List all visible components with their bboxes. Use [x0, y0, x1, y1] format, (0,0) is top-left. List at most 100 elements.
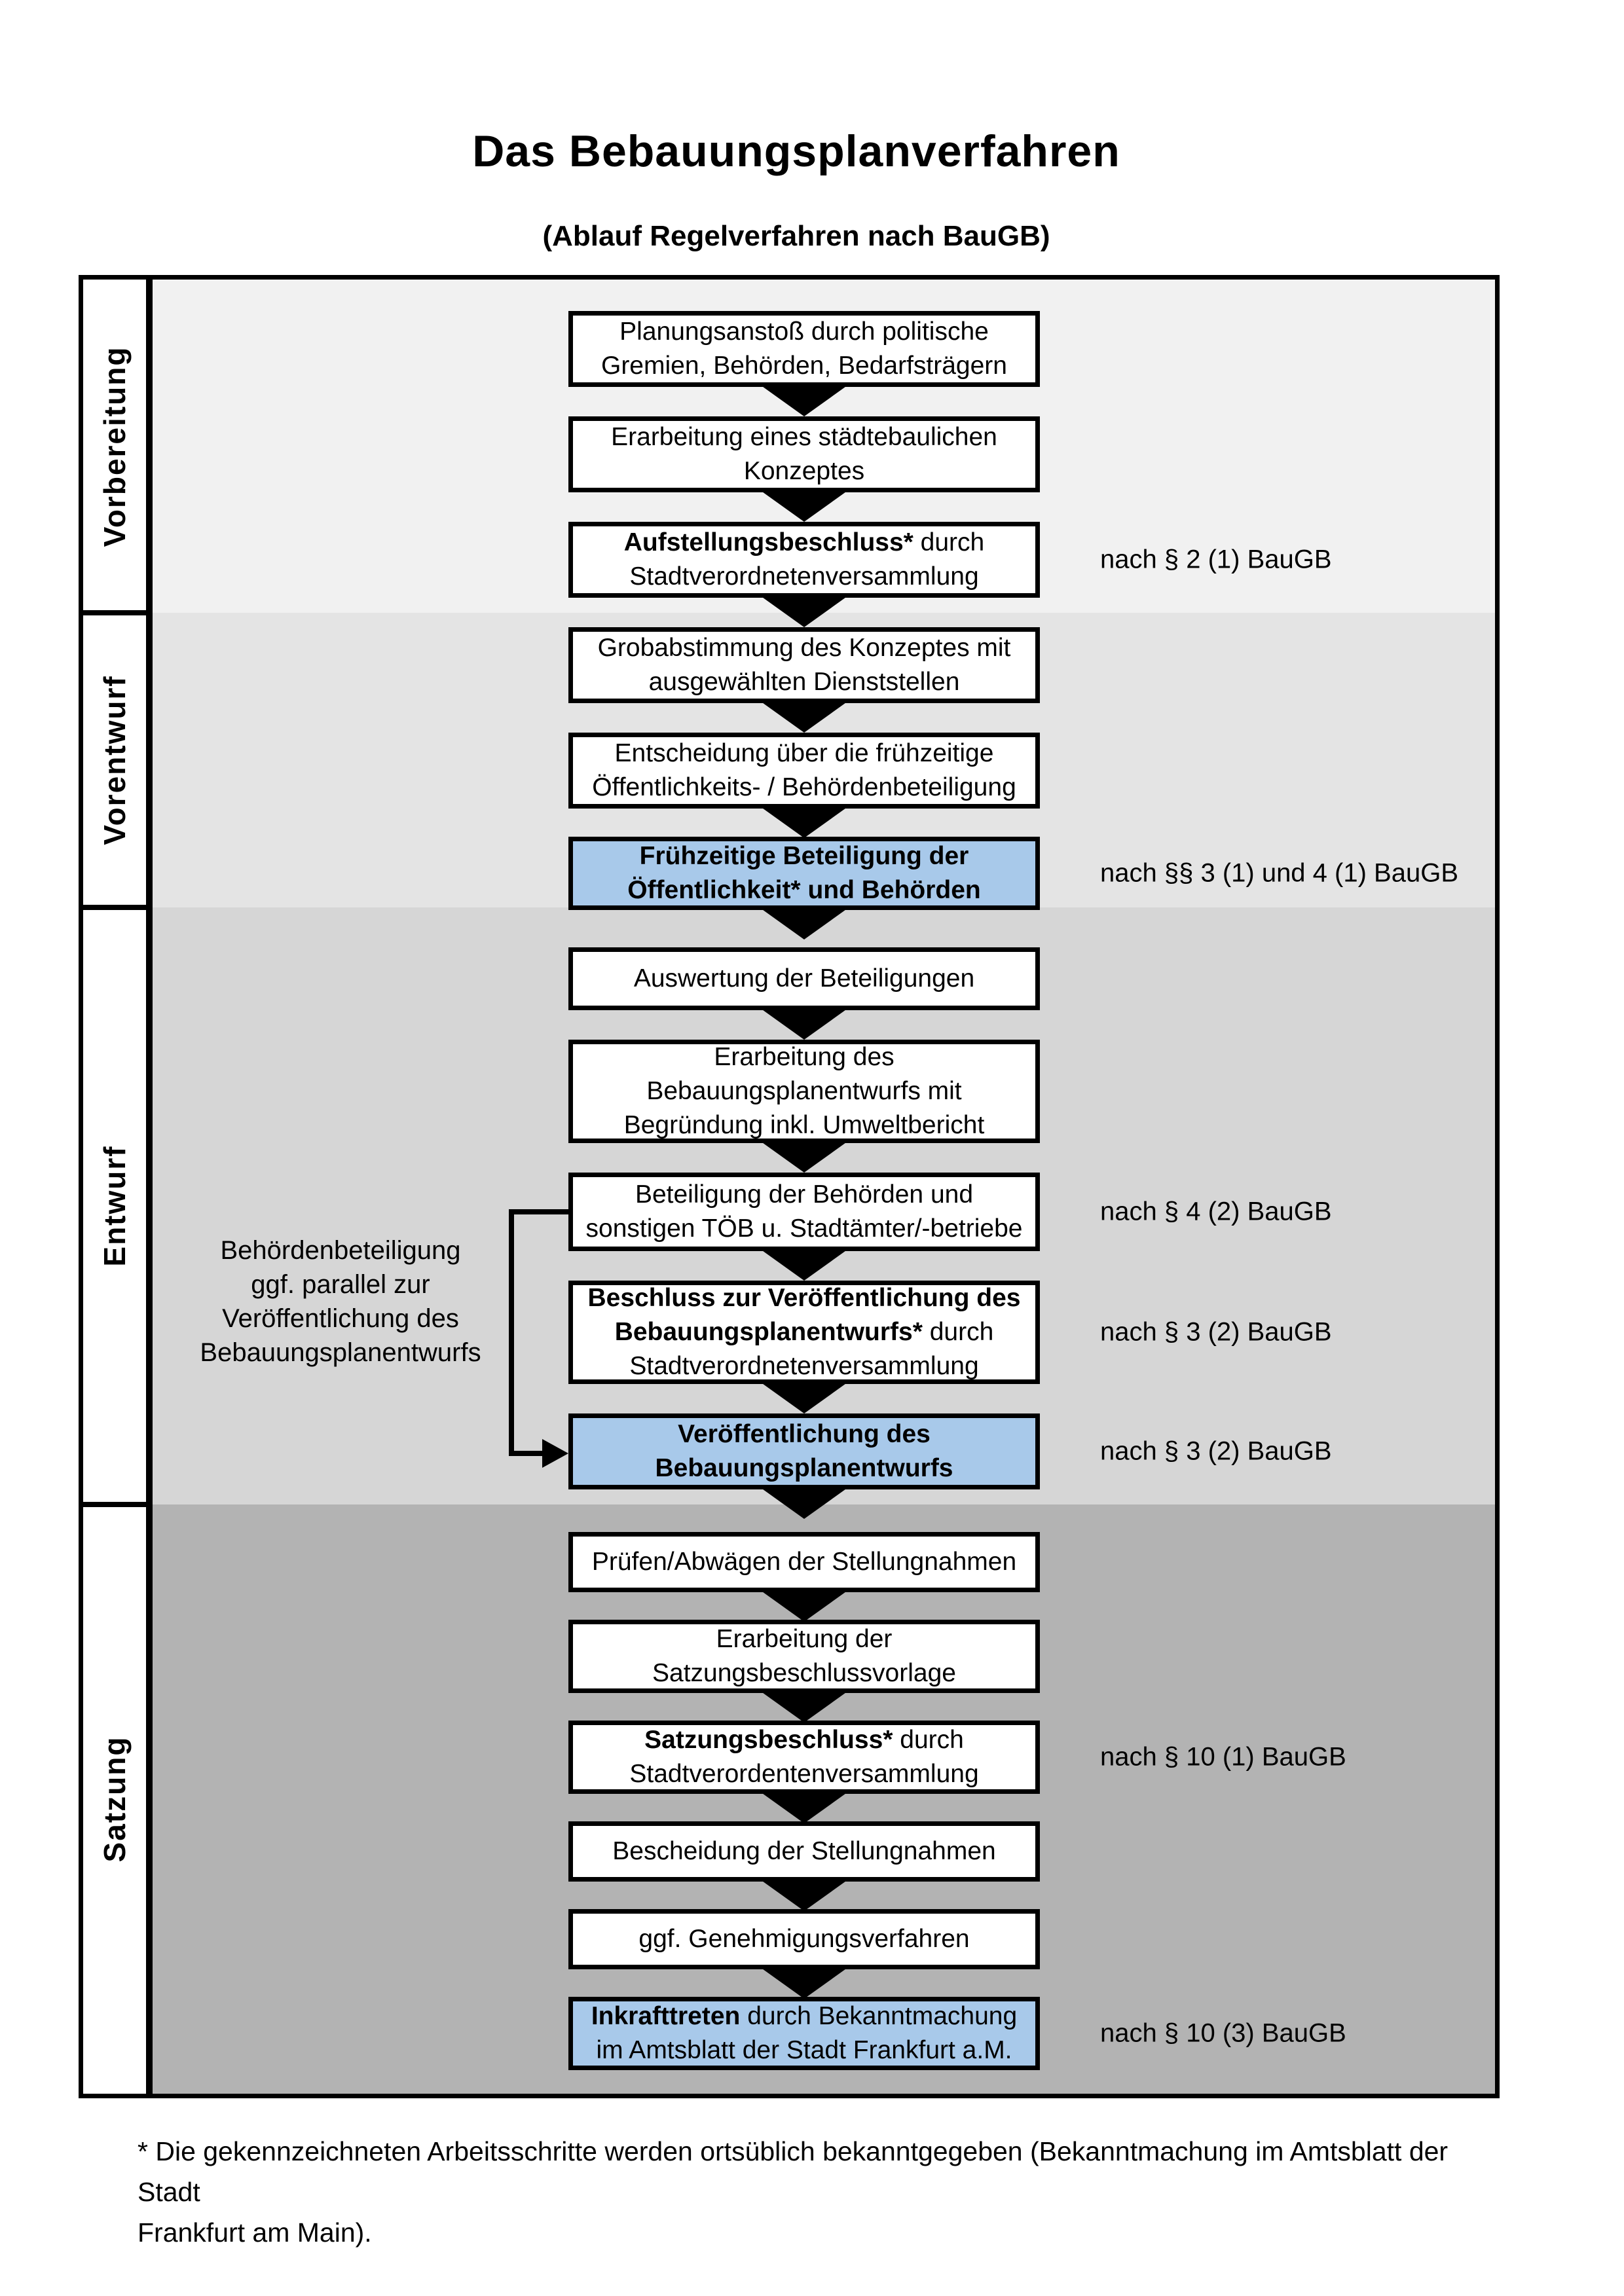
down-arrow-icon	[760, 1487, 848, 1519]
step-text-line: ausgewählten Dienststellen	[649, 665, 960, 699]
page-subtitle: (Ablauf Regelverfahren nach BauGB)	[542, 220, 1050, 252]
down-arrow-icon	[760, 1967, 848, 1999]
step-text: Stadtverordnetenversammlung	[629, 1352, 979, 1380]
step-text: Bebauungsplanentwurfs mit	[646, 1077, 962, 1105]
flow-step-pruefen-abwaegen: Prüfen/Abwägen der Stellungnahmen	[568, 1532, 1040, 1592]
step-text-line: Bebauungsplanentwurfs	[655, 1451, 953, 1485]
down-arrow-icon	[760, 596, 848, 627]
step-text: Bescheidung der Stellungnahmen	[612, 1837, 996, 1865]
step-text: Gremien, Behörden, Bedarfsträgern	[600, 352, 1007, 380]
step-text-line: Prüfen/Abwägen der Stellungnahmen	[592, 1545, 1016, 1579]
step-text-line: ggf. Genehmigungsverfahren	[638, 1922, 969, 1956]
phase-label-vorentwurf: Vorentwurf	[83, 613, 146, 907]
connector-line-vertical	[509, 1209, 514, 1456]
step-text: durch Bekanntmachung	[740, 2002, 1018, 2030]
step-text-line: Konzeptes	[744, 454, 864, 488]
down-arrow-icon	[760, 1691, 848, 1722]
step-text-line: Bescheidung der Stellungnahmen	[612, 1834, 995, 1868]
step-text-line: Erarbeitung der	[716, 1622, 893, 1656]
step-text: Öffentlichkeit* und Behörden	[627, 876, 981, 904]
phase-separator	[83, 610, 146, 615]
step-text-line: Inkrafttreten durch Bekanntmachung	[591, 1999, 1017, 2033]
step-text: Erarbeitung des	[714, 1043, 895, 1071]
step-text-line: Begründung inkl. Umweltbericht	[624, 1108, 985, 1142]
down-arrow-icon	[760, 701, 848, 733]
step-text: durch	[893, 1726, 964, 1754]
parallel-note-line: Behördenbeteiligung	[220, 1236, 461, 1265]
down-arrow-icon	[760, 908, 848, 939]
connector-line-top	[509, 1209, 568, 1214]
step-text: durch	[922, 1318, 994, 1346]
down-arrow-icon	[760, 1382, 848, 1413]
parallel-note-line: Bebauungsplanentwurfs	[200, 1338, 481, 1367]
step-text: Satzungsbeschluss*	[644, 1726, 893, 1754]
step-text-line: Stadtverordentenversammlung	[629, 1757, 978, 1791]
step-text-line: Öffentlichkeit* und Behörden	[627, 873, 981, 907]
law-reference: nach § 2 (1) BauGB	[1100, 545, 1332, 574]
flow-step-bescheidung: Bescheidung der Stellungnahmen	[568, 1821, 1040, 1882]
step-text: Stadtverordnetenversammlung	[629, 562, 979, 591]
parallel-note-line: ggf. parallel zur	[251, 1270, 430, 1299]
step-text: durch	[913, 528, 985, 556]
step-text: ggf. Genehmigungsverfahren	[638, 1925, 970, 1953]
phase-separator	[83, 1502, 146, 1507]
label-column-divider	[146, 280, 153, 2094]
step-text: Erarbeitung der	[716, 1625, 893, 1653]
phase-label-text: Vorbereitung	[98, 346, 132, 547]
step-text-line: Satzungsbeschluss* durch	[644, 1723, 964, 1757]
step-text: im Amtsblatt der Stadt Frankfurt a.M.	[596, 2036, 1012, 2064]
down-arrow-icon	[760, 1880, 848, 1911]
law-reference: nach §§ 3 (1) und 4 (1) BauGB	[1100, 858, 1458, 888]
step-text: Veröffentlichung des	[678, 1420, 931, 1448]
step-text: Begründung inkl. Umweltbericht	[623, 1111, 985, 1139]
step-text: sonstigen TÖB u. Stadtämter/-betriebe	[585, 1214, 1023, 1243]
law-reference: nach § 3 (2) BauGB	[1100, 1317, 1332, 1347]
law-reference: nach § 10 (1) BauGB	[1100, 1742, 1346, 1772]
law-reference: nach § 4 (2) BauGB	[1100, 1197, 1332, 1226]
law-reference: nach § 3 (2) BauGB	[1100, 1436, 1332, 1466]
phase-label-text: Satzung	[98, 1736, 132, 1863]
step-text: Frühzeitige Beteiligung der	[639, 842, 969, 870]
footnote-line: * Die gekennzeichneten Arbeitsschritte w…	[138, 2136, 1449, 2207]
step-text: Bebauungsplanentwurfs*	[614, 1318, 923, 1346]
step-text-line: Veröffentlichung des	[678, 1417, 931, 1451]
step-text-line: Stadtverordnetenversammlung	[629, 560, 978, 594]
step-text-line: Aufstellungsbeschluss* durch	[624, 526, 985, 560]
step-text-line: Entscheidung über die frühzeitige	[615, 737, 994, 771]
step-text-line: Erarbeitung des	[714, 1040, 894, 1074]
step-text: Satzungsbeschlussvorlage	[652, 1659, 956, 1687]
down-arrow-icon	[760, 807, 848, 838]
phase-separator	[83, 905, 146, 910]
down-arrow-icon	[760, 1008, 848, 1040]
down-arrow-icon	[760, 490, 848, 522]
flow-step-genehmigungsverfahren: ggf. Genehmigungsverfahren	[568, 1909, 1040, 1969]
step-text-line: Beteiligung der Behörden und	[635, 1178, 973, 1212]
step-text-line: Öffentlichkeits- / Behördenbeteiligung	[592, 771, 1016, 805]
step-text-line: Grobabstimmung des Konzeptes mit	[598, 631, 1011, 665]
step-text-line: sonstigen TÖB u. Stadtämter/-betriebe	[586, 1212, 1023, 1246]
footnote-line: Frankfurt am Main).	[138, 2217, 372, 2248]
step-text-line: im Amtsblatt der Stadt Frankfurt a.M.	[596, 2033, 1012, 2068]
phase-label-text: Entwurf	[98, 1145, 132, 1267]
step-text-line: Auswertung der Beteiligungen	[634, 962, 974, 996]
step-text: Auswertung der Beteiligungen	[633, 964, 975, 993]
down-arrow-icon	[760, 1249, 848, 1281]
connector-arrowhead-icon	[542, 1439, 568, 1468]
step-text-line: Gremien, Behörden, Bedarfsträgern	[601, 349, 1007, 383]
phase-label-vorbereitung: Vorbereitung	[83, 280, 146, 613]
step-text-line: Bebauungsplanentwurfs mit	[646, 1074, 961, 1108]
step-text: Aufstellungsbeschluss*	[623, 528, 913, 556]
step-text-line: Stadtverordnetenversammlung	[629, 1349, 978, 1383]
step-text-line: Frühzeitige Beteiligung der	[640, 839, 969, 873]
law-reference: nach § 10 (3) BauGB	[1100, 2018, 1346, 2048]
